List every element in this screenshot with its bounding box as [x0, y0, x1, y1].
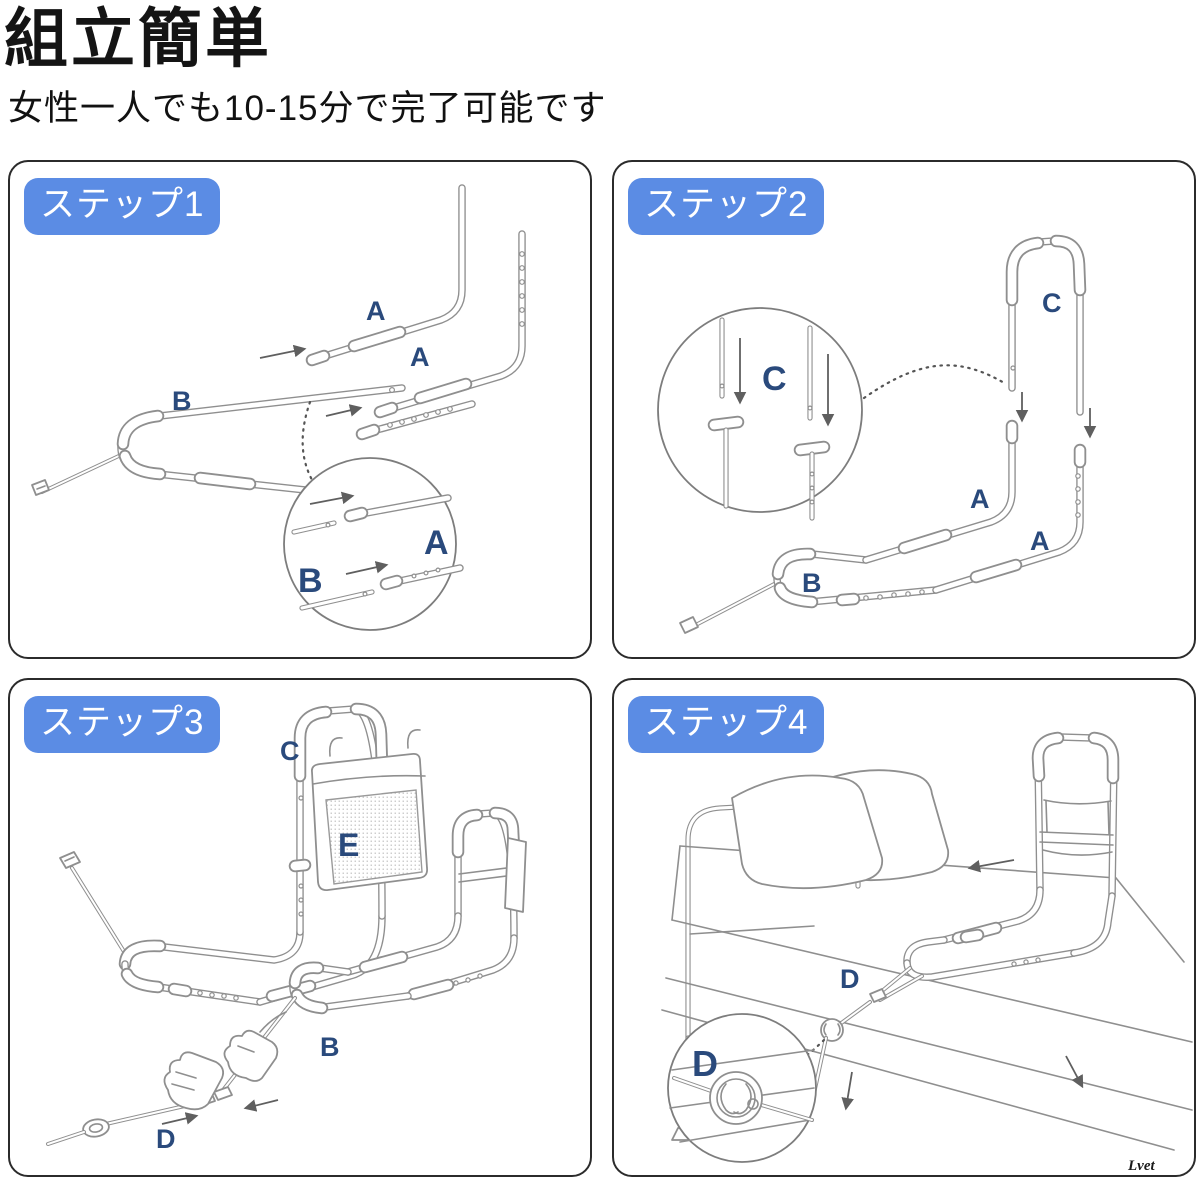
step2-panel: ステップ2: [612, 160, 1196, 659]
part-label-d: D: [692, 1043, 718, 1084]
part-label-d: D: [156, 1124, 176, 1154]
hand-drawing: [223, 1029, 279, 1082]
page-title: 組立簡単: [4, 3, 272, 75]
tube-a2-drawing: [373, 230, 526, 419]
part-label-c: C: [762, 360, 787, 398]
part-label-b: B: [320, 1032, 340, 1062]
frame-b-drawing: [31, 384, 406, 498]
strap-d-drawing: [46, 996, 297, 1146]
watermark-signature: Lvet: [1127, 1158, 1155, 1174]
part-label-a: A: [970, 484, 990, 514]
part-label-b: B: [298, 562, 323, 600]
magnifier-detail: A B: [283, 457, 464, 631]
step3-illustration: C E B D: [46, 702, 527, 1154]
step4-panel: ステップ4: [612, 678, 1196, 1177]
insert-arrow: [259, 344, 307, 359]
tube-a1-drawing: [305, 184, 466, 367]
hand-drawing: [163, 1051, 225, 1111]
magnifier-pointer: [301, 400, 334, 508]
step1-badge: ステップ1: [24, 178, 221, 235]
insert-arrow: [1065, 1055, 1084, 1089]
second-unit-drawing: [288, 806, 527, 1015]
insert-arrow: [325, 404, 363, 417]
strap-anchor-drawing: [808, 966, 924, 1114]
magnifier-pointer: [862, 364, 1008, 400]
part-label-c: C: [1042, 288, 1062, 318]
magnifier-detail: D: [667, 1013, 817, 1163]
step4-badge: ステップ4: [628, 696, 825, 753]
part-label-a: A: [366, 296, 386, 326]
bed-rail-drawing: [903, 731, 1120, 981]
part-label-a: A: [424, 524, 449, 562]
step1-illustration: A B A A B: [31, 184, 526, 631]
step3-badge: ステップ3: [24, 696, 221, 753]
handle-c-drawing: [1005, 234, 1087, 416]
pillow-drawing: [731, 774, 884, 890]
step2-illustration: C C A A B: [657, 234, 1097, 634]
part-label-a: A: [410, 342, 430, 372]
assembled-base-drawing: [679, 419, 1087, 634]
page-subtitle: 女性一人でも10-15分で完了可能です: [8, 89, 607, 128]
part-label-a: A: [1030, 526, 1050, 556]
part-label-b: B: [172, 386, 192, 416]
pocket-e-drawing: [311, 729, 428, 891]
step2-badge: ステップ2: [628, 178, 825, 235]
part-label-c: C: [280, 736, 300, 766]
step1-panel: ステップ1: [8, 160, 592, 659]
step4-illustration: D D Lvet: [661, 731, 1193, 1174]
part-label-e: E: [338, 827, 359, 863]
part-label-b: B: [802, 568, 822, 598]
part-label-d: D: [840, 964, 860, 994]
step3-panel: ステップ3: [8, 678, 592, 1177]
insert-tube-drawing: [355, 400, 476, 441]
magnifier-detail: C: [657, 307, 863, 521]
insert-arrow: [967, 859, 1015, 873]
